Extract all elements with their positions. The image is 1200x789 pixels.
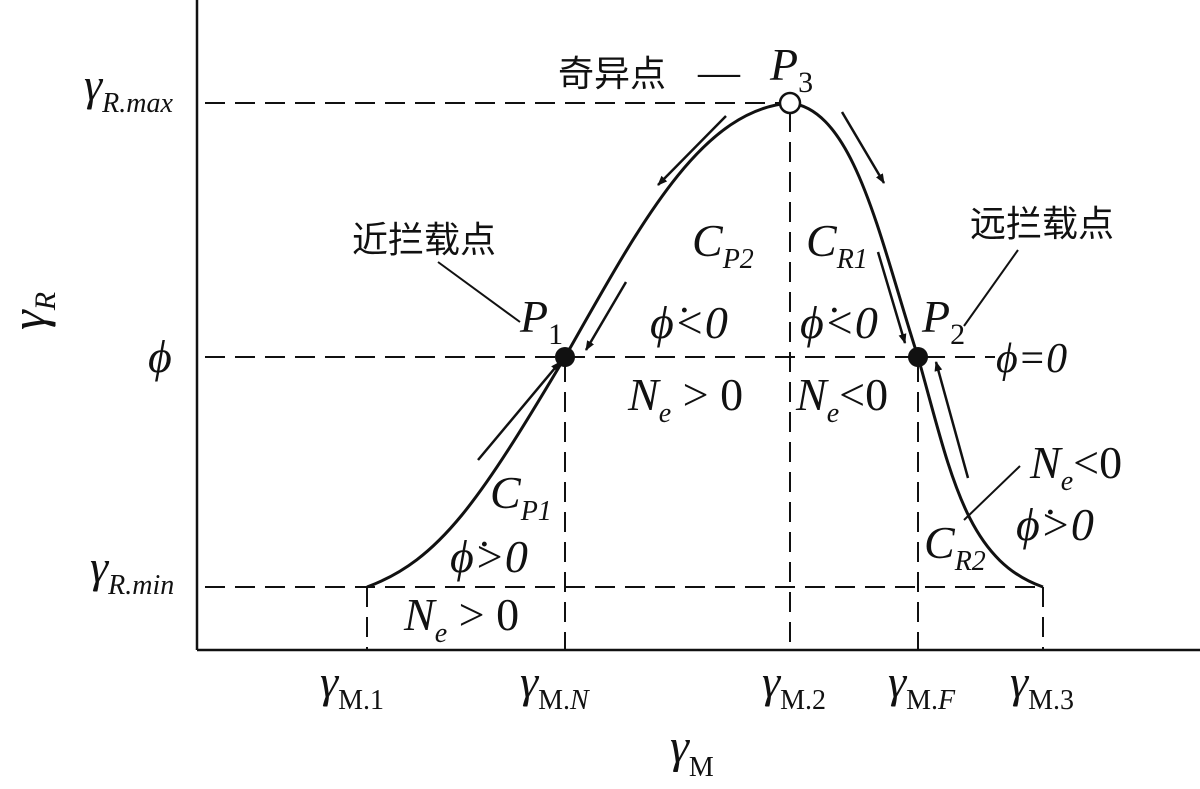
ne-upper-left: Ne > 0 bbox=[627, 369, 743, 429]
phidot-cr1: ϕ̇<0 bbox=[800, 297, 878, 348]
p1-chinese-label: 近拦载点 bbox=[352, 220, 496, 261]
p2-label: P2 bbox=[921, 291, 965, 351]
region-cr2: CR2 bbox=[924, 517, 986, 577]
point-p1 bbox=[555, 347, 575, 367]
xtick-m2: γM.2 bbox=[762, 656, 826, 716]
y-axis-title: γR bbox=[0, 292, 62, 330]
ytick-phi: ϕ bbox=[148, 331, 172, 382]
arrow-cp2-upper bbox=[657, 115, 727, 186]
x-axis-title: γM bbox=[670, 720, 714, 783]
phi-equals-zero: ϕ=0 bbox=[996, 336, 1067, 382]
xtick-mf: γM.F bbox=[888, 656, 956, 716]
p3-dash: — bbox=[697, 50, 741, 96]
region-cp1: CP1 bbox=[490, 467, 552, 527]
xtick-mn: γM.N bbox=[520, 656, 590, 716]
region-cp2: CP2 bbox=[692, 215, 754, 275]
xtick-m3: γM.3 bbox=[1010, 656, 1074, 716]
callout-p2 bbox=[963, 249, 1019, 327]
arrow-cp1 bbox=[477, 361, 561, 461]
point-p3 bbox=[778, 91, 802, 115]
ne-lower-left: Ne > 0 bbox=[403, 589, 519, 649]
arrow-cr2 bbox=[934, 361, 970, 479]
phidot-cr2: ϕ̇>0 bbox=[1016, 499, 1094, 550]
ytick-rmin: γR.min bbox=[90, 541, 174, 601]
arrow-cr1-lower bbox=[876, 251, 907, 344]
xtick-m1: γM.1 bbox=[320, 656, 384, 716]
ne-upper-right: Ne<0 bbox=[795, 369, 888, 429]
callout-p1 bbox=[437, 261, 521, 323]
region-cr1: CR1 bbox=[806, 215, 868, 275]
p3-chinese-label: 奇异点 bbox=[558, 54, 666, 95]
p3-label: P3 bbox=[769, 39, 813, 99]
arrow-cp2-lower bbox=[584, 281, 628, 351]
ytick-rmax: γR.max bbox=[84, 59, 173, 119]
arrow-cr1-upper bbox=[840, 111, 886, 184]
callout-cr2 bbox=[963, 465, 1021, 521]
point-p2 bbox=[908, 347, 928, 367]
phidot-cp2: ϕ̇<0 bbox=[650, 297, 728, 348]
p1-label: P1 bbox=[519, 291, 563, 351]
phidot-cp1: ϕ̇>0 bbox=[450, 531, 528, 582]
p2-chinese-label: 远拦载点 bbox=[970, 204, 1114, 245]
ne-lower-right: Ne<0 bbox=[1029, 437, 1122, 497]
